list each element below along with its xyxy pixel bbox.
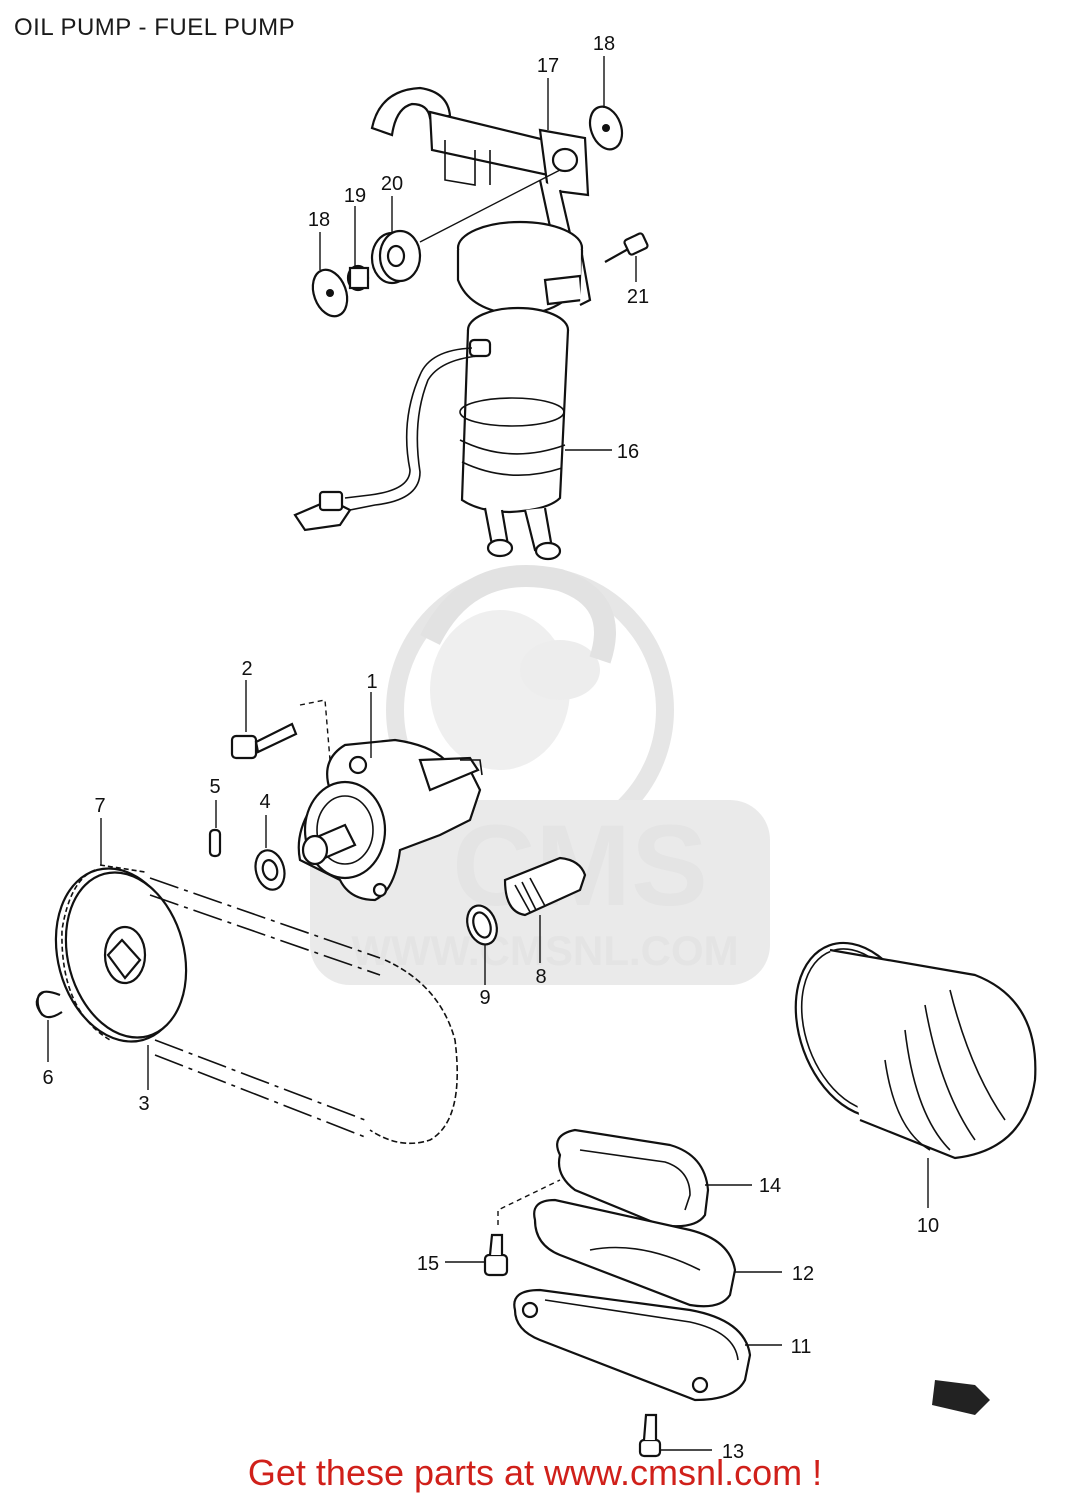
washer-18-top[interactable] — [584, 102, 627, 154]
fuel-pump-16[interactable] — [293, 306, 570, 561]
callout-7: 7 — [94, 795, 105, 817]
oil-pump-1[interactable] — [297, 738, 483, 902]
callout-20: 20 — [381, 173, 403, 195]
fuel-pump-bracket[interactable] — [370, 86, 590, 257]
seal-12[interactable] — [533, 1198, 737, 1308]
bolt-2[interactable] — [230, 699, 331, 761]
callout-10: 10 — [917, 1215, 939, 1237]
callout-8: 8 — [535, 966, 546, 988]
page-title: OIL PUMP - FUEL PUMP — [14, 14, 296, 41]
bolt-13[interactable] — [638, 1413, 662, 1458]
dowel-pin-5[interactable] — [208, 828, 222, 858]
o-ring-4[interactable] — [251, 847, 288, 893]
callout-labels: 1 2 3 4 5 6 7 8 9 10 11 12 13 14 15 16 1… — [42, 33, 939, 1463]
callout-16: 16 — [617, 441, 639, 463]
cover-11[interactable] — [513, 1288, 752, 1402]
callout-15: 15 — [417, 1253, 439, 1275]
callout-4: 4 — [259, 791, 270, 813]
oil-fitting-8[interactable] — [503, 856, 587, 917]
watermark-url: WWW.CMSNL.COM — [351, 927, 738, 974]
footer-shop-link[interactable]: Get these parts at www.cmsnl.com ! — [247, 1452, 823, 1493]
oil-filter-10[interactable] — [773, 925, 1037, 1160]
o-ring-9[interactable] — [462, 901, 502, 948]
gasket-14[interactable] — [556, 1128, 710, 1228]
callout-17: 17 — [537, 55, 559, 77]
callout-9: 9 — [479, 987, 490, 1009]
bolt-15[interactable] — [483, 1179, 561, 1277]
callout-11: 11 — [791, 1336, 812, 1358]
callout-6: 6 — [42, 1067, 53, 1089]
callout-13: 13 — [722, 1441, 744, 1463]
callout-14: 14 — [759, 1175, 781, 1197]
callout-19: 19 — [344, 185, 366, 207]
washer-18-left[interactable] — [307, 265, 353, 321]
callout-3: 3 — [138, 1093, 149, 1115]
chain-7[interactable] — [61, 864, 458, 1145]
collar-19[interactable] — [346, 264, 370, 292]
callout-12: 12 — [792, 1263, 814, 1285]
cushion-20[interactable] — [370, 229, 422, 285]
callout-5: 5 — [209, 776, 220, 798]
leader-lines — [47, 56, 929, 1451]
callout-2: 2 — [241, 658, 252, 680]
sprocket-3[interactable] — [37, 854, 203, 1056]
callout-18-left: 18 — [308, 209, 330, 231]
pump-clamp-band[interactable] — [456, 220, 592, 317]
circlip-6[interactable] — [35, 990, 63, 1019]
callout-21: 21 — [627, 286, 649, 308]
callout-18-top: 18 — [593, 33, 615, 55]
front-arrow-icon — [932, 1380, 990, 1415]
bolt-21[interactable] — [604, 232, 649, 263]
callout-1: 1 — [366, 671, 377, 693]
